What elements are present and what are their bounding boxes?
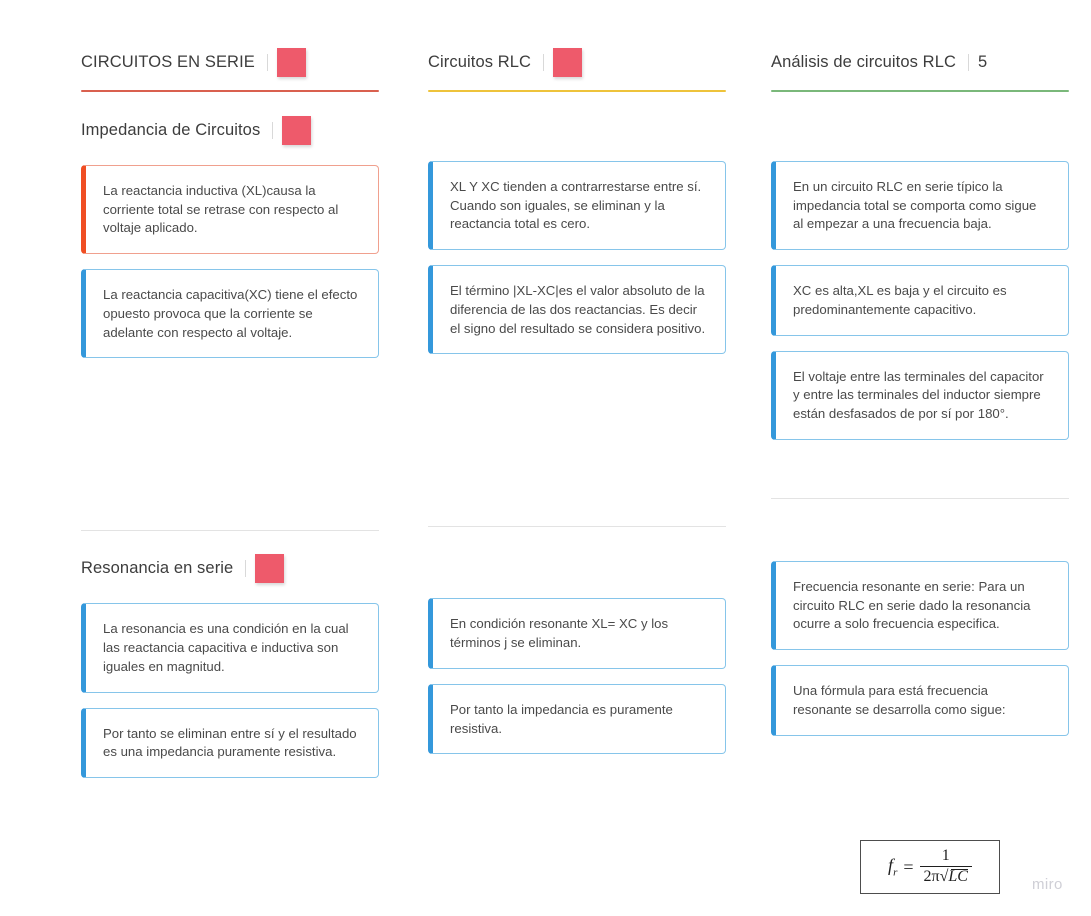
section-title: Resonancia en serie: [81, 558, 234, 577]
formula-equals: =: [903, 856, 914, 877]
column-title: CIRCUITOS EN SERIE: [81, 52, 255, 71]
section-header-resonancia[interactable]: Resonancia en serie: [81, 551, 381, 585]
header-separator: [245, 559, 247, 577]
header-separator: [272, 121, 274, 139]
resonant-frequency-formula: fr = 1 2π√LC: [888, 847, 972, 886]
card-text: En condición resonante XL= XC y los térm…: [450, 616, 669, 651]
card-group: La reactancia inductiva (XL)causa la cor…: [81, 165, 381, 359]
card-group: En un circuito RLC en serie típico la im…: [771, 161, 1071, 440]
card-text: La reactancia capacitiva(XC) tiene el ef…: [103, 287, 358, 340]
card-group: Frecuencia resonante en serie: Para un c…: [771, 560, 1071, 736]
miro-watermark: miro: [1032, 876, 1063, 893]
card-text: El término |XL-XC|es el valor absoluto d…: [450, 283, 706, 336]
column-rule-red: [81, 90, 379, 92]
fraction-bar: [919, 866, 972, 867]
formula-fraction: 1 2π√LC: [919, 847, 972, 886]
sticky-note-badge[interactable]: [282, 115, 312, 145]
card-text: Por tanto la impedancia es puramente res…: [450, 701, 673, 736]
card-group: En condición resonante XL= XC y los térm…: [428, 598, 728, 755]
square-root-icon: √LC: [939, 868, 968, 885]
idea-card[interactable]: Frecuencia resonante en serie: Para un c…: [771, 560, 1069, 651]
header-separator: [266, 53, 268, 71]
idea-card[interactable]: La reactancia capacitiva(XC) tiene el ef…: [81, 269, 379, 359]
card-text: XL Y XC tienden a contrarrestarse entre …: [450, 179, 702, 232]
formula-lhs: fr: [888, 855, 898, 879]
card-group: La resonancia es una condición en la cua…: [81, 603, 381, 779]
column-rule-yellow: [428, 90, 726, 92]
card-text: En un circuito RLC en serie típico la im…: [793, 179, 1037, 232]
idea-card[interactable]: El término |XL-XC|es el valor absoluto d…: [428, 265, 726, 355]
section-divider: [428, 526, 726, 528]
card-group: XL Y XC tienden a contrarrestarse entre …: [428, 161, 728, 355]
column-card-count: 5: [977, 52, 988, 71]
idea-card[interactable]: La reactancia inductiva (XL)causa la cor…: [81, 165, 379, 255]
section-divider: [81, 530, 379, 532]
board-column-2: Circuitos RLC XL Y XC tienden a contrarr…: [428, 0, 728, 769]
card-text: Por tanto se eliminan entre sí y el resu…: [103, 725, 357, 760]
idea-card[interactable]: En condición resonante XL= XC y los térm…: [428, 598, 726, 669]
idea-card[interactable]: XL Y XC tienden a contrarrestarse entre …: [428, 161, 726, 251]
column-header-2[interactable]: Circuitos RLC: [428, 45, 728, 79]
card-text: Una fórmula para está frecuencia resonan…: [793, 683, 1006, 717]
idea-card[interactable]: Una fórmula para está frecuencia resonan…: [771, 665, 1069, 736]
card-text: El voltaje entre las terminales del capa…: [793, 368, 1044, 422]
sticky-note-badge[interactable]: [553, 47, 583, 77]
section-divider: [771, 497, 1069, 499]
idea-card[interactable]: XC es alta,XL es baja y el circuito es p…: [771, 265, 1069, 336]
section-title: Impedancia de Circuitos: [81, 120, 261, 139]
column-title: Análisis de circuitos RLC: [771, 52, 956, 71]
card-text: La resonancia es una condición en la cua…: [103, 621, 349, 674]
idea-card[interactable]: Por tanto se eliminan entre sí y el resu…: [81, 707, 379, 779]
board-column-3: Análisis de circuitos RLC 5 En un circui…: [771, 0, 1071, 751]
formula-denominator: 2π√LC: [923, 868, 968, 885]
card-text: Frecuencia resonante en serie: Para un c…: [793, 578, 1031, 632]
card-text: XC es alta,XL es baja y el circuito es p…: [793, 283, 1007, 317]
section-header-impedancia[interactable]: Impedancia de Circuitos: [81, 113, 381, 147]
sticky-note-badge[interactable]: [255, 553, 285, 583]
column-title: Circuitos RLC: [428, 52, 532, 71]
formula-numerator: 1: [941, 847, 950, 865]
header-separator: [543, 53, 545, 71]
card-text: La reactancia inductiva (XL)causa la cor…: [103, 183, 339, 236]
board-column-1: CIRCUITOS EN SERIE Impedancia de Circuit…: [81, 0, 381, 793]
idea-card[interactable]: La resonancia es una condición en la cua…: [81, 603, 379, 693]
column-header-1[interactable]: CIRCUITOS EN SERIE: [81, 45, 381, 79]
sticky-note-badge[interactable]: [276, 47, 306, 77]
column-rule-green: [771, 90, 1069, 92]
idea-card[interactable]: Por tanto la impedancia es puramente res…: [428, 683, 726, 755]
idea-card[interactable]: En un circuito RLC en serie típico la im…: [771, 161, 1069, 251]
formula-image[interactable]: fr = 1 2π√LC: [860, 840, 1000, 894]
header-separator: [967, 53, 969, 71]
idea-card[interactable]: El voltaje entre las terminales del capa…: [771, 350, 1069, 440]
column-header-3[interactable]: Análisis de circuitos RLC 5: [771, 45, 1071, 79]
